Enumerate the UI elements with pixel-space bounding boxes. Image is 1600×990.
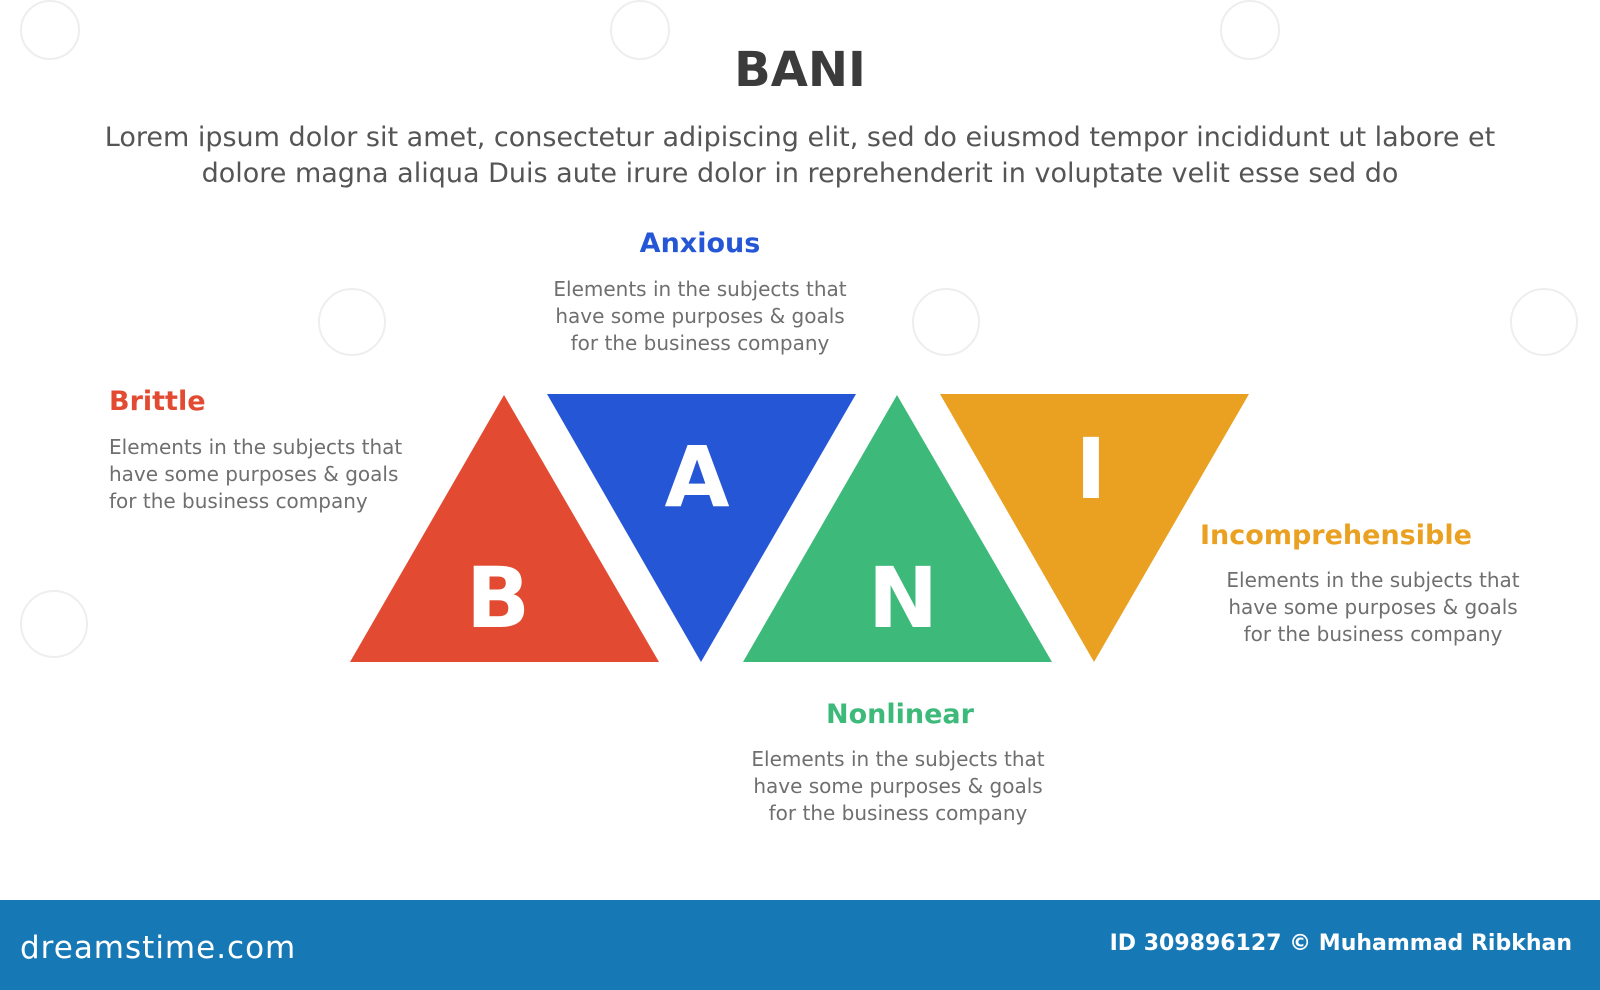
nonlinear-label: Nonlinear bbox=[826, 699, 974, 730]
anxious-description: Elements in the subjects that have some … bbox=[553, 277, 847, 355]
triangle-brittle bbox=[350, 395, 659, 662]
bani-diagram: B A N I bbox=[350, 394, 1249, 662]
letter-a: A bbox=[664, 428, 729, 526]
letter-n: N bbox=[868, 549, 938, 647]
watermark-ring bbox=[20, 590, 88, 658]
watermark-ring bbox=[610, 0, 670, 60]
nonlinear-description: Elements in the subjects that have some … bbox=[751, 747, 1045, 825]
incomprehensible-label: Incomprehensible bbox=[1200, 520, 1472, 551]
footer-bar: dreamstime.com ID 309896127 © Muhammad R… bbox=[0, 900, 1600, 990]
triangle-incomprehensible bbox=[940, 394, 1249, 662]
incomprehensible-description: Elements in the subjects that have some … bbox=[1226, 568, 1520, 646]
triangle-nonlinear bbox=[743, 395, 1052, 662]
anxious-label: Anxious bbox=[639, 228, 761, 259]
dreamstime-logo[interactable]: dreamstime.com bbox=[20, 930, 297, 966]
watermark-ring bbox=[912, 288, 980, 356]
watermark-ring bbox=[1510, 288, 1578, 356]
page-title: BANI bbox=[734, 42, 866, 98]
page-subtitle: Lorem ipsum dolor sit amet, consectetur … bbox=[104, 122, 1496, 189]
brittle-description: Elements in the subjects that have some … bbox=[109, 435, 403, 513]
watermark-ring bbox=[1220, 0, 1280, 60]
letter-i: I bbox=[1075, 420, 1106, 518]
watermark-ring bbox=[20, 0, 80, 60]
brittle-label: Brittle bbox=[109, 386, 206, 417]
watermark-ring bbox=[318, 288, 386, 356]
letter-b: B bbox=[466, 549, 530, 647]
image-credit: ID 309896127 © Muhammad Ribkhan bbox=[1109, 931, 1572, 956]
triangle-anxious bbox=[547, 394, 856, 662]
